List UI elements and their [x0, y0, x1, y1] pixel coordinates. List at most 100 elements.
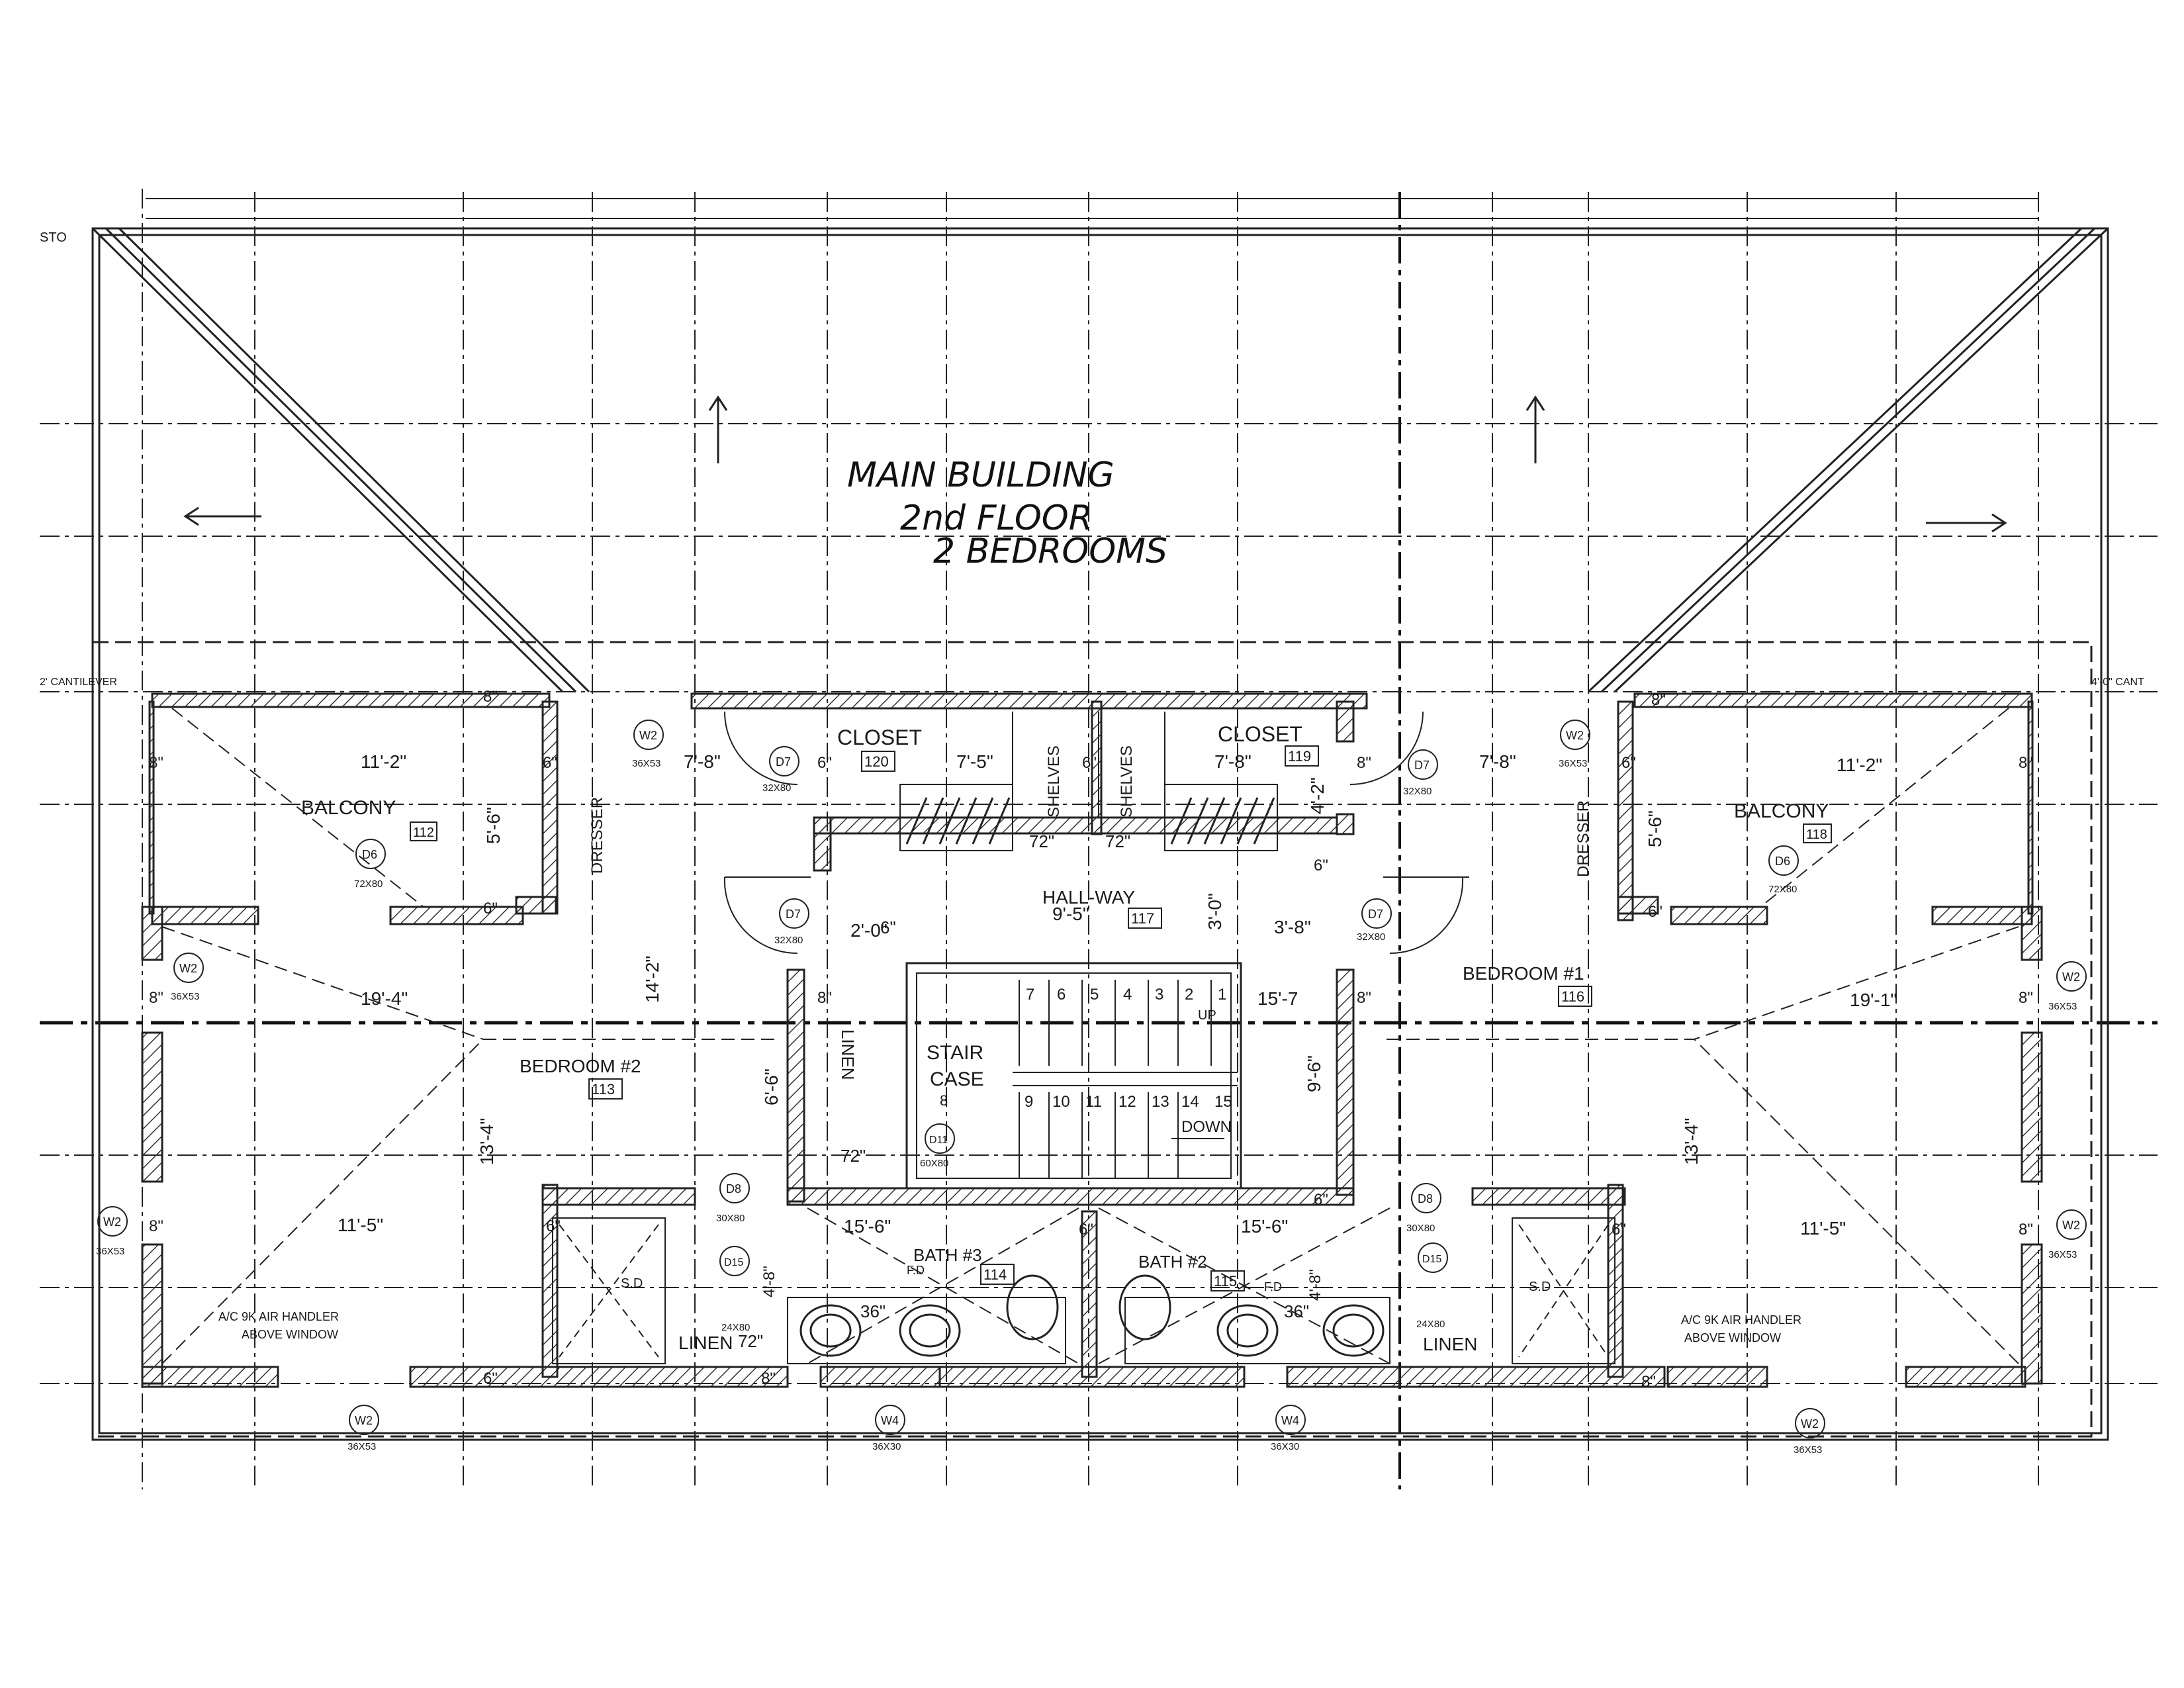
room-number-116: 116 — [1561, 988, 1584, 1005]
stair-treads — [905, 962, 1242, 1190]
dimension-label: 6" — [880, 917, 896, 937]
window-size: 36X53 — [96, 1246, 124, 1257]
linen-label-bath-2: LINEN — [1423, 1334, 1477, 1354]
closet-shelving — [899, 712, 1278, 851]
window-size: 36X53 — [1794, 1444, 1822, 1456]
window-size: 36X53 — [1559, 758, 1587, 769]
door-tag: D15 — [1422, 1254, 1441, 1265]
dimension-label: 11'-2" — [1837, 755, 1882, 775]
room-number-box — [1128, 908, 1162, 929]
dimension-labels: 11'-2" 11'-2" 7'-8" 7'-5" 7'-8" 7'-8" 9'… — [149, 688, 2033, 1391]
roof-slope-arrows — [183, 395, 2007, 533]
door-tag: D7 — [786, 908, 801, 921]
dimension-label: 6" — [1621, 754, 1636, 772]
dimension-label: 6" — [1314, 857, 1328, 874]
dimension-label: 6" — [546, 1217, 561, 1235]
linen-label-stair: LINEN — [838, 1029, 858, 1080]
dimension-label: 13'-4" — [1681, 1118, 1702, 1165]
room-number-box — [861, 751, 895, 772]
window-size: 36X53 — [171, 991, 199, 1002]
floor-drain-label-left: F.D — [907, 1264, 925, 1277]
dimension-label: 72" — [1105, 831, 1130, 851]
dimension-label: 3'-8" — [1274, 917, 1311, 937]
room-number-114: 114 — [983, 1266, 1007, 1283]
room-number-119: 119 — [1288, 748, 1311, 765]
window-tag: W2 — [179, 962, 197, 975]
stair-step-number: 4 — [1123, 986, 1132, 1004]
dimension-label: 8" — [1357, 754, 1371, 772]
room-number-box — [1285, 745, 1319, 767]
room-number-118: 118 — [1806, 827, 1827, 842]
dimension-label: 6" — [543, 754, 557, 772]
dimension-label: 15'-6" — [1241, 1216, 1288, 1237]
shelves-label-left: SHELVES — [1045, 745, 1063, 818]
window-size: 36X53 — [2048, 1001, 2077, 1012]
window-tag: W2 — [1566, 729, 1584, 742]
room-name-bedroom-1: BEDROOM #1 — [1463, 963, 1584, 984]
door-size: 24X80 — [1416, 1319, 1445, 1330]
door-size: 72X80 — [1768, 884, 1797, 895]
door-tag: D7 — [776, 755, 791, 769]
stair-step-number: 1 — [1218, 986, 1226, 1004]
dimension-label: 72" — [1029, 831, 1054, 851]
stair-step-number: 10 — [1052, 1093, 1070, 1111]
room-name-balcony-left: BALCONY — [301, 797, 396, 819]
door-tag: D8 — [726, 1182, 741, 1196]
window-tag: W2 — [355, 1414, 373, 1427]
dimension-label: 8" — [1357, 989, 1371, 1007]
dimension-label: 36" — [1284, 1301, 1309, 1321]
door-tag: D8 — [1418, 1192, 1433, 1205]
window-size: 36X30 — [1271, 1441, 1299, 1452]
stair-numbers-bottom: 9 10 11 12 13 14 15 — [1024, 1093, 1232, 1111]
dimension-label: 8" — [1651, 691, 1666, 709]
dimension-label: 8" — [483, 688, 498, 706]
window-tag: W2 — [1801, 1417, 1819, 1430]
dresser-label-left: DRESSER — [588, 797, 606, 874]
air-handler-note-left-1: A/C 9K AIR HANDLER — [218, 1310, 339, 1323]
dimension-label: 8" — [2019, 1221, 2033, 1239]
dimension-label: 4'-2" — [1307, 777, 1328, 814]
dimension-label: 6" — [1079, 1221, 1093, 1239]
room-name-bedroom-2: BEDROOM #2 — [520, 1056, 641, 1076]
door-size: 60X80 — [920, 1158, 948, 1169]
dresser-label-right: DRESSER — [1574, 800, 1592, 877]
door-size: 72X80 — [354, 878, 383, 890]
dimension-label: 6'-6" — [761, 1068, 782, 1105]
shelves-label-right: SHELVES — [1118, 745, 1136, 818]
shower-drain-label-right: S.D — [1529, 1280, 1551, 1294]
door-size: 32X80 — [774, 935, 803, 946]
roof-outline — [91, 227, 2109, 1441]
window-size: 36X53 — [632, 758, 660, 769]
dimension-label: 8" — [1641, 1373, 1656, 1391]
edge-note-left-cantilever: 2' CANTILEVER — [40, 677, 117, 688]
air-handler-note-left-2: ABOVE WINDOW — [242, 1328, 338, 1341]
edge-note-right-cantilever: 4'-0" CANT — [2091, 677, 2144, 688]
dimension-label: 9'-6" — [1304, 1055, 1324, 1092]
window-tag: W2 — [2062, 970, 2080, 984]
top-dimension-string — [40, 189, 2158, 1489]
room-name-hallway: HALL-WAY — [1042, 887, 1135, 908]
room-number-box — [1210, 1270, 1245, 1291]
stair-step-number: 3 — [1155, 986, 1163, 1004]
shower-drain-label-left: S.D — [621, 1276, 643, 1291]
stair-step-number: 12 — [1118, 1093, 1136, 1111]
door-tag: D6 — [362, 848, 377, 861]
dimension-label: 8" — [2019, 754, 2033, 772]
stair-numbers-top: 7 6 5 4 3 2 1 — [1026, 986, 1226, 1004]
stair-step-number: 9 — [1024, 1093, 1033, 1111]
dimension-label: 11'-2" — [361, 751, 406, 772]
room-name-balcony-right: BALCONY — [1734, 800, 1829, 822]
room-name-bath-3: BATH #3 — [913, 1245, 982, 1265]
stair-landing-number: 8 — [940, 1092, 948, 1109]
room-number-113: 113 — [592, 1081, 615, 1098]
dimension-label: 4'-8" — [760, 1266, 778, 1297]
dimension-label: 6" — [483, 900, 498, 917]
room-number-box — [410, 821, 437, 841]
door-size: 32X80 — [1357, 931, 1385, 943]
dimension-label: 7'-8" — [684, 751, 721, 772]
edge-note-top-left: STO — [40, 230, 67, 245]
room-number-box — [980, 1264, 1015, 1285]
room-number-box — [588, 1078, 623, 1100]
dimension-label: 8" — [761, 1370, 776, 1387]
